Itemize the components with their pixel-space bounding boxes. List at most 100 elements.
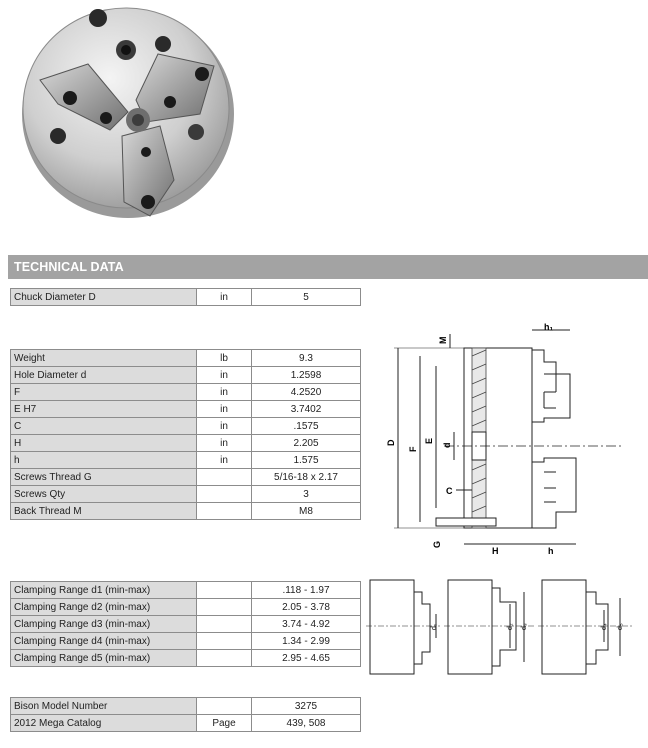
- table-row: Bison Model Number 3275: [10, 697, 361, 715]
- row-unit: [196, 598, 252, 616]
- dim-label-g: G: [432, 541, 442, 548]
- row-label: Clamping Range d1 (min-max): [10, 581, 197, 599]
- row-unit: [196, 581, 252, 599]
- row-label: Clamping Range d5 (min-max): [10, 649, 197, 667]
- chuck-photo: [22, 7, 234, 218]
- dim-label-h: h: [548, 546, 554, 556]
- dim-label-d5: d₅: [617, 623, 624, 630]
- row-value: 439, 508: [251, 714, 361, 732]
- dim-label-c: C: [446, 486, 453, 496]
- row-value: .1575: [251, 417, 361, 435]
- cross-section-drawing: M h₁ D F E d C G H h: [386, 322, 624, 556]
- row-value: 3.7402: [251, 400, 361, 418]
- dim-label-h-major: H: [492, 546, 499, 556]
- dim-label-d4: d₄: [601, 623, 608, 630]
- table-row: Clamping Range d1 (min-max) .118 - 1.97: [10, 581, 361, 599]
- row-unit: [196, 649, 252, 667]
- dim-label-h1: h₁: [544, 322, 553, 332]
- clamping-range-drawing: d₁ d₂ d₃ d₄ d₅: [366, 579, 632, 675]
- row-value: 3275: [251, 697, 361, 715]
- row-unit: [196, 615, 252, 633]
- dim-label-d-major: D: [386, 439, 396, 446]
- table-row: Clamping Range d2 (min-max) 2.05 - 3.78: [10, 598, 361, 616]
- row-value: M8: [251, 502, 361, 520]
- table-row: Clamping Range d3 (min-max) 3.74 - 4.92: [10, 615, 361, 633]
- row-label: Back Thread M: [10, 502, 197, 520]
- row-unit: in: [196, 383, 252, 401]
- dim-label-m: M: [438, 337, 448, 345]
- row-unit: Page: [196, 714, 252, 732]
- row-value: 9.3: [251, 349, 361, 367]
- row-unit: [196, 697, 252, 715]
- row-label: E H7: [10, 400, 197, 418]
- table-row: Screws Qty 3: [10, 485, 361, 503]
- jaw-left: [39, 63, 129, 131]
- dim-label-d3: d₃: [521, 623, 528, 630]
- row-value: 3.74 - 4.92: [251, 615, 361, 633]
- row-label: Clamping Range d3 (min-max): [10, 615, 197, 633]
- row-value: 3: [251, 485, 361, 503]
- row-value: 2.95 - 4.65: [251, 649, 361, 667]
- row-label: h: [10, 451, 197, 469]
- row-unit: in: [196, 366, 252, 384]
- row-unit: [196, 502, 252, 520]
- row-value: 1.34 - 2.99: [251, 632, 361, 650]
- row-label: Screws Qty: [10, 485, 197, 503]
- jaw-bottom: [121, 125, 175, 217]
- row-unit: in: [196, 451, 252, 469]
- row-label: H: [10, 434, 197, 452]
- row-unit: lb: [196, 349, 252, 367]
- clamping-d4-d5-diagram: d₄ d₅: [538, 579, 632, 675]
- row-value: .118 - 1.97: [251, 581, 361, 599]
- row-unit: in: [196, 434, 252, 452]
- row-unit: [196, 632, 252, 650]
- spec-table-diameter: Chuck Diameter D in 5: [10, 288, 361, 306]
- row-label: F: [10, 383, 197, 401]
- row-unit: in: [196, 417, 252, 435]
- row-unit: [196, 485, 252, 503]
- row-label: Chuck Diameter D: [10, 288, 197, 306]
- table-row: Clamping Range d4 (min-max) 1.34 - 2.99: [10, 632, 361, 650]
- row-label: Bison Model Number: [10, 697, 197, 715]
- row-label: Hole Diameter d: [10, 366, 197, 384]
- clamping-d1-diagram: d₁: [366, 579, 440, 675]
- row-label: Weight: [10, 349, 197, 367]
- row-value: 1.2598: [251, 366, 361, 384]
- row-value: 4.2520: [251, 383, 361, 401]
- row-label: C: [10, 417, 197, 435]
- section-header: TECHNICAL DATA: [8, 255, 648, 279]
- row-value: 2.05 - 3.78: [251, 598, 361, 616]
- dim-label-d1: d₁: [431, 623, 438, 630]
- table-row: Back Thread M M8: [10, 502, 361, 520]
- row-label: 2012 Mega Catalog: [10, 714, 197, 732]
- table-row: Clamping Range d5 (min-max) 2.95 - 4.65: [10, 649, 361, 667]
- dim-label-e: E: [424, 438, 434, 444]
- row-label: Screws Thread G: [10, 468, 197, 486]
- row-label: Clamping Range d4 (min-max): [10, 632, 197, 650]
- row-label: Clamping Range d2 (min-max): [10, 598, 197, 616]
- spec-table-clamping: Clamping Range d1 (min-max) .118 - 1.97 C…: [10, 581, 361, 667]
- table-row: Chuck Diameter D in 5: [10, 288, 361, 306]
- dim-label-f: F: [408, 446, 418, 452]
- row-unit: in: [196, 288, 252, 306]
- row-unit: in: [196, 400, 252, 418]
- section-title: TECHNICAL DATA: [14, 260, 124, 274]
- jaw-right: [135, 53, 215, 123]
- row-value: 5: [251, 288, 361, 306]
- row-value: 1.575: [251, 451, 361, 469]
- row-unit: [196, 468, 252, 486]
- clamping-d2-d3-diagram: d₂ d₃: [444, 579, 534, 675]
- row-value: 2.205: [251, 434, 361, 452]
- spec-table-catalog: Bison Model Number 3275 2012 Mega Catalog…: [10, 697, 361, 732]
- dim-label-d2: d₂: [507, 623, 514, 630]
